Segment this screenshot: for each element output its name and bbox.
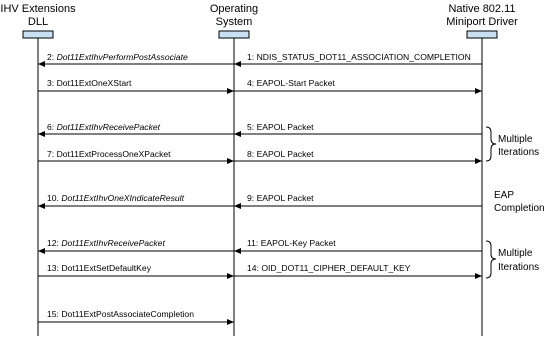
messages: 1: NDIS_STATUS_DOT11_ASSOCIATION_COMPLET… [38, 52, 482, 325]
message-2-text: Dot11ExtIhvPerformPostAssociate [57, 52, 188, 62]
message-11-label: 11: EAPOL-Key Packet [247, 238, 336, 248]
message-13-text: Dot11ExtSetDefaultKey [61, 263, 151, 273]
message-13-number: 13: [47, 263, 59, 273]
lifeline-box-ihv [22, 30, 54, 39]
message-7-text: Dot11ExtProcessOneXPacket [57, 149, 172, 159]
annotation-2-line2: Completion [494, 203, 545, 214]
message-12: 12: Dot11ExtIhvReceivePacket [38, 238, 234, 254]
participant-os-line2: System [216, 16, 253, 28]
message-10-label: 10. Dot11ExtIhvOneXIndicateResult [47, 193, 185, 203]
message-1: 1: NDIS_STATUS_DOT11_ASSOCIATION_COMPLET… [234, 52, 482, 67]
message-9-text: EAPOL Packet [257, 193, 315, 203]
message-11: 11: EAPOL-Key Packet [234, 238, 482, 254]
annotation-1-line2: Iterations [498, 147, 539, 158]
message-5-label: 5: EAPOL Packet [247, 122, 314, 132]
annotation-2-line1: EAP [494, 190, 514, 201]
message-10-number: 10. [47, 193, 59, 203]
message-14-label: 14: OID_DOT11_CIPHER_DEFAULT_KEY [247, 263, 411, 273]
message-12-text: Dot11ExtIhvReceivePacket [61, 238, 165, 248]
message-7: 7: Dot11ExtProcessOneXPacket [38, 149, 234, 164]
message-15-label: 15: Dot11ExtPostAssociateCompletion [47, 309, 194, 319]
message-6: 6: Dot11ExtIhvReceivePacket [38, 122, 234, 137]
annotation-1-line1: Multiple [498, 134, 533, 145]
message-2-label: 2: Dot11ExtIhvPerformPostAssociate [47, 52, 188, 62]
bracket-multiple-iterations-2 [485, 240, 497, 279]
participant-ihv-line1: IHV Extensions [0, 3, 76, 15]
participant-miniport-line1: Native 802.11 [448, 3, 515, 15]
message-11-number: 11: [247, 238, 258, 248]
message-9-number: 9: [247, 193, 254, 203]
message-2: 2: Dot11ExtIhvPerformPostAssociate [38, 52, 234, 67]
message-1-number: 1: [247, 52, 254, 62]
message-8-text: EAPOL Packet [257, 149, 315, 159]
message-7-number: 7: [47, 149, 54, 159]
message-12-number: 12: [47, 238, 59, 248]
message-8-number: 8: [247, 149, 254, 159]
message-13-label: 13: Dot11ExtSetDefaultKey [47, 263, 152, 273]
message-10: 10. Dot11ExtIhvOneXIndicateResult [38, 193, 234, 209]
message-10-text: Dot11ExtIhvOneXIndicateResult [61, 193, 184, 203]
message-2-number: 2: [47, 52, 54, 62]
message-5-text: EAPOL Packet [257, 122, 315, 132]
message-15-number: 15: [47, 309, 59, 319]
message-14-text: OID_DOT11_CIPHER_DEFAULT_KEY [261, 263, 410, 273]
lifeline-box-os [218, 30, 250, 39]
message-3: 3: Dot11ExtOneXStart [38, 78, 234, 94]
message-3-number: 3: [47, 78, 54, 88]
message-11-text: EAPOL-Key Packet [261, 238, 337, 248]
message-4-number: 4: [247, 78, 254, 88]
message-4: 4: EAPOL-Start Packet [234, 78, 482, 94]
message-1-text: NDIS_STATUS_DOT11_ASSOCIATION_COMPLETION [257, 52, 471, 62]
message-13: 13: Dot11ExtSetDefaultKey [38, 263, 234, 279]
annotation-3-line1: Multiple [498, 248, 533, 259]
participant-ihv-line2: DLL [28, 16, 48, 28]
message-12-label: 12: Dot11ExtIhvReceivePacket [47, 238, 165, 248]
participant-os-line1: Operating [210, 3, 258, 15]
message-6-text: Dot11ExtIhvReceivePacket [57, 122, 161, 132]
message-8: 8: EAPOL Packet [234, 149, 482, 164]
message-14-number: 14: [247, 263, 259, 273]
message-7-label: 7: Dot11ExtProcessOneXPacket [47, 149, 171, 159]
message-15-text: Dot11ExtPostAssociateCompletion [61, 309, 194, 319]
message-8-label: 8: EAPOL Packet [247, 149, 314, 159]
message-4-text: EAPOL-Start Packet [257, 78, 336, 88]
message-3-text: Dot11ExtOneXStart [57, 78, 132, 88]
message-4-label: 4: EAPOL-Start Packet [247, 78, 336, 88]
message-3-label: 3: Dot11ExtOneXStart [47, 78, 132, 88]
message-1-label: 1: NDIS_STATUS_DOT11_ASSOCIATION_COMPLET… [247, 52, 471, 62]
bracket-multiple-iterations-1 [485, 126, 497, 162]
message-6-label: 6: Dot11ExtIhvReceivePacket [47, 122, 161, 132]
message-9: 9: EAPOL Packet [234, 193, 482, 209]
message-9-label: 9: EAPOL Packet [247, 193, 314, 203]
message-14: 14: OID_DOT11_CIPHER_DEFAULT_KEY [234, 263, 482, 279]
lifeline-box-miniport [466, 30, 498, 39]
message-5: 5: EAPOL Packet [234, 122, 482, 137]
message-5-number: 5: [247, 122, 254, 132]
message-15: 15: Dot11ExtPostAssociateCompletion [38, 309, 234, 325]
message-6-number: 6: [47, 122, 54, 132]
participant-miniport-line2: Miniport Driver [446, 16, 518, 28]
annotation-3-line2: Iterations [498, 262, 539, 273]
